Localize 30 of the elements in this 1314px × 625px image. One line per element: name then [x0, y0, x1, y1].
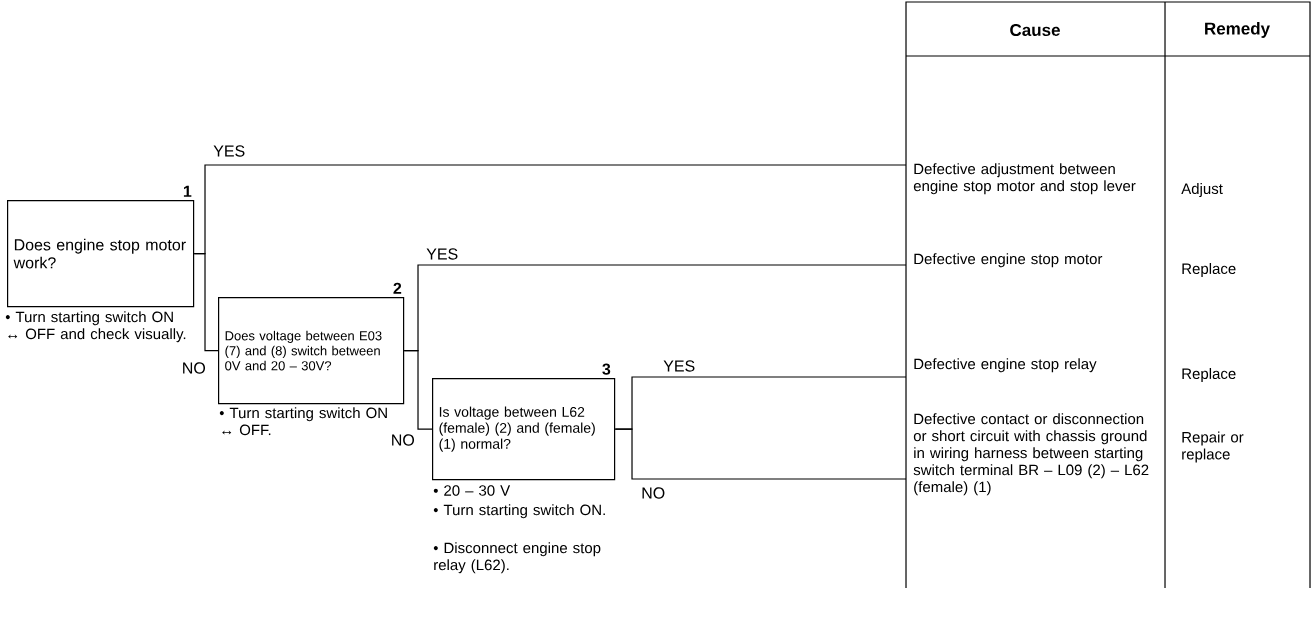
step-number: 2 [393, 282, 402, 294]
edge-label: NO [640, 486, 667, 500]
edge-label: YES [212, 144, 247, 158]
column-header: Remedy [1205, 22, 1270, 38]
cause-text: Defective engine stop relay [914, 358, 1097, 373]
question-box: Is voltage between L62 (female) (2) and (female) (1) normal? [432, 378, 616, 481]
edge-label: YES [662, 359, 697, 373]
cause-text: Defective engine stop motor [914, 253, 1103, 268]
remedy-text: Adjust [1181, 183, 1223, 197]
step-number: 1 [183, 185, 192, 197]
question-box: Does voltage between E03 (7) and (8) switch between 0V and 20 – 30V? [218, 297, 405, 405]
note-text: • Turn starting switch ON ↔ OFF and check visually. [5, 311, 186, 343]
question-box: Does engine stop motor work? [7, 200, 195, 308]
connector-line [193, 253, 219, 352]
remedy-text: Repair or replace [1182, 431, 1244, 463]
note-text: • 20 – 30 V [433, 485, 511, 496]
note-text: • Disconnect engine stop relay (L62). [433, 542, 601, 574]
cause-text: Defective contact or disconnection or short circuit with chassis ground in wiring harness between starting switch terminal BR – L09 (2) – L62 (female) (1) [913, 413, 1149, 496]
note-text: • Turn starting switch ON ↔ OFF. [219, 407, 387, 436]
edge-label: NO [389, 433, 416, 447]
remedy-text: Replace [1182, 368, 1236, 382]
column-header: Cause [1010, 24, 1060, 37]
edge-label: NO [180, 361, 207, 375]
note-text: • Turn starting switch ON. [433, 504, 605, 519]
connector-line [403, 350, 433, 430]
connector-line [614, 428, 907, 480]
step-number: 3 [602, 363, 611, 375]
remedy-text: Replace [1182, 263, 1236, 277]
cause-text: Defective adjustment between engine stop motor and stop lever [913, 163, 1136, 195]
edge-label: YES [425, 247, 460, 261]
